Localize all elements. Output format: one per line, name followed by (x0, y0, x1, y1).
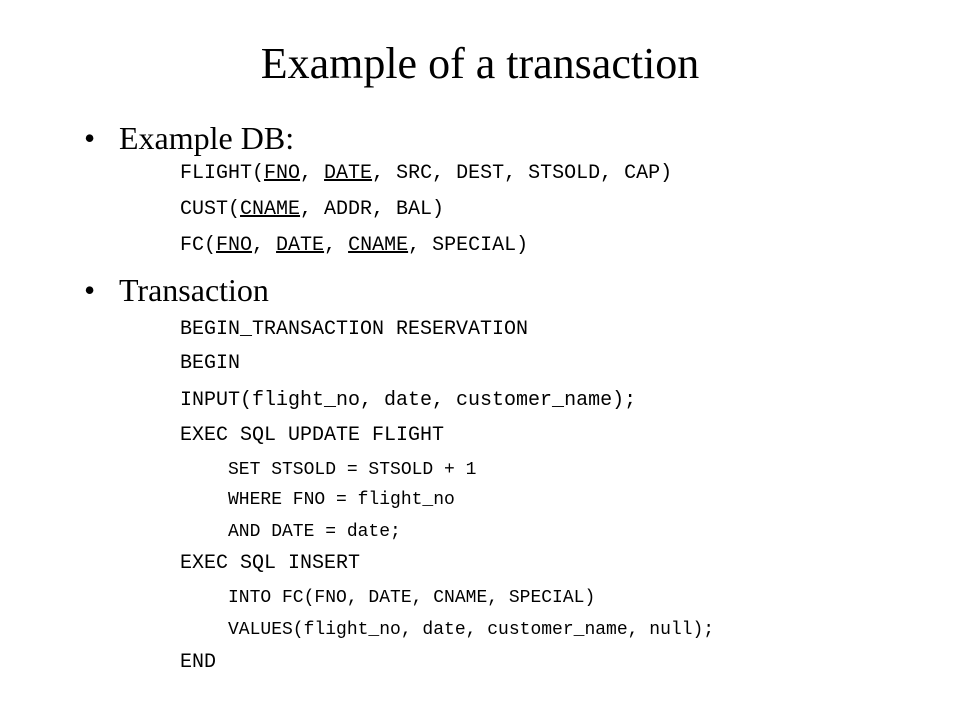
code-line: SET STSOLD = STSOLD + 1 (228, 460, 477, 480)
key-attribute: CNAME (348, 234, 409, 257)
schema-text: , SRC, DEST, STSOLD, CAP) (372, 162, 673, 185)
schema-text: FLIGHT( (180, 162, 265, 185)
code-line: INTO FC(FNO, DATE, CNAME, SPECIAL) (228, 588, 596, 608)
key-attribute: CNAME (240, 198, 301, 221)
schema-text: , SPECIAL) (408, 234, 529, 257)
schema-line-fc: FC(FNO, DATE, CNAME, SPECIAL) (180, 234, 528, 258)
code-line: VALUES(flight_no, date, customer_name, n… (228, 620, 715, 640)
key-attribute: DATE (276, 234, 325, 257)
code-line: BEGIN_TRANSACTION RESERVATION (180, 318, 529, 341)
key-attribute: FNO (216, 234, 253, 257)
code-line: BEGIN (180, 352, 241, 375)
bullet-label: Example DB: (119, 120, 295, 156)
slide-title: Example of a transaction (260, 39, 700, 88)
schema-text: FC( (180, 234, 217, 257)
schema-text: , ADDR, BAL) (300, 198, 445, 221)
code-line: INPUT(flight_no, date, customer_name); (180, 389, 637, 412)
bullet-dot: • (84, 272, 96, 308)
code-line: END (180, 651, 217, 674)
code-line: EXEC SQL INSERT (180, 552, 361, 575)
code-line: AND DATE = date; (228, 522, 401, 542)
schema-text: , (252, 234, 277, 257)
schema-text: , (300, 162, 325, 185)
bullet-example-db: • Example DB: (84, 120, 294, 156)
bullet-transaction: • Transaction (84, 272, 269, 308)
schema-line-cust: CUST(CNAME, ADDR, BAL) (180, 198, 444, 222)
schema-line-flight: FLIGHT(FNO, DATE, SRC, DEST, STSOLD, CAP… (180, 162, 672, 186)
bullet-label: Transaction (119, 272, 269, 308)
schema-text: , (324, 234, 349, 257)
schema-text: CUST( (180, 198, 241, 221)
code-line: WHERE FNO = flight_no (228, 490, 455, 510)
bullet-dot: • (84, 120, 96, 156)
key-attribute: DATE (324, 162, 373, 185)
code-line: EXEC SQL UPDATE FLIGHT (180, 424, 445, 447)
key-attribute: FNO (264, 162, 301, 185)
